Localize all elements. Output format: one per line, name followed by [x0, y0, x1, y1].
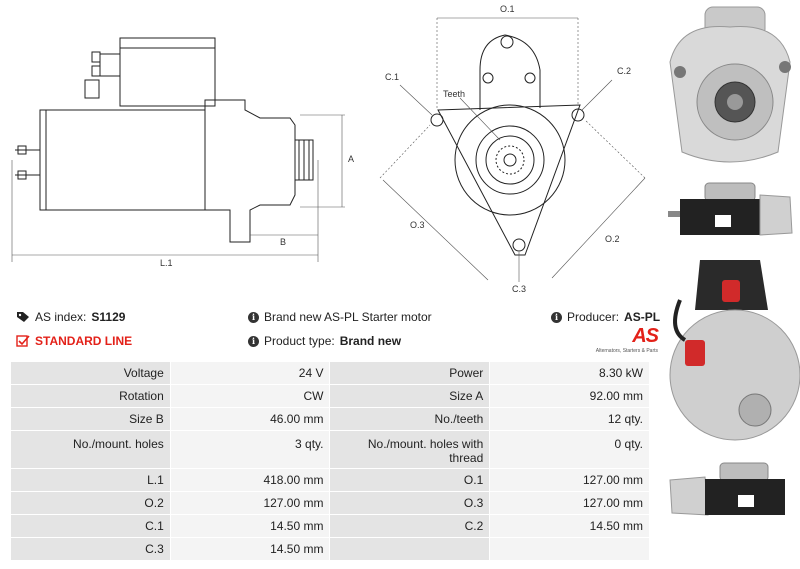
photo-side-view-1[interactable] [660, 175, 800, 245]
dim-label-c1: C.1 [385, 72, 399, 82]
spec-key: No./mount. holes [10, 430, 171, 469]
table-row: L.1 418.00 mm O.1 127.00 mm [10, 468, 650, 492]
product-type-label: Product type: [264, 334, 335, 348]
technical-drawing-svg: A B L.1 O.1 O.2 O.3 C.1 C.2 C.3 Teeth [11, 4, 646, 294]
dim-label-o1: O.1 [500, 4, 515, 14]
spec-key: C.3 [10, 537, 171, 561]
spec-value: 127.00 mm [489, 468, 650, 492]
producer-value: AS-PL [624, 310, 661, 324]
as-index-value: S1129 [91, 310, 126, 324]
info-icon: i [551, 311, 562, 323]
info-icon: i [248, 335, 259, 347]
logo-subtitle: Alternators, Starters & Parts [595, 348, 658, 354]
spec-key: Size B [10, 407, 171, 431]
info-icon: i [248, 311, 259, 323]
drive-housing-outline [204, 99, 296, 243]
product-info: AS index: S1129 STANDARD LINE i Brand ne… [10, 304, 660, 354]
spec-value: 14.50 mm [489, 514, 650, 538]
standard-line: STANDARD LINE [16, 334, 132, 348]
spec-value: 92.00 mm [489, 384, 650, 408]
table-row: No./mount. holes 3 qty. No./mount. holes… [10, 430, 650, 469]
spec-value: 0 qty. [489, 430, 650, 469]
producer: i Producer: AS-PL [551, 310, 660, 324]
spec-key: Rotation [10, 384, 171, 408]
product-type-value: Brand new [339, 334, 402, 348]
producer-label: Producer: [567, 310, 620, 324]
mount-hole-c3 [512, 238, 526, 252]
spec-key: Voltage [10, 361, 171, 385]
spec-value: 8.30 kW [489, 361, 650, 385]
spec-value: 12 qty. [489, 407, 650, 431]
dim-label-o3: O.3 [410, 220, 425, 230]
dim-label-o2: O.2 [605, 234, 620, 244]
dim-label-b: B [280, 237, 286, 247]
flange-outline [437, 104, 581, 256]
motor-body-outline [39, 109, 206, 211]
spec-key: No./mount. holes with thread [329, 430, 491, 469]
description-text: Brand new AS-PL Starter motor [264, 310, 432, 324]
mount-hole-c1 [430, 113, 444, 127]
spec-key: C.1 [10, 514, 171, 538]
table-row: C.1 14.50 mm C.2 14.50 mm [10, 514, 650, 538]
photo-rear-view[interactable] [660, 250, 800, 450]
spec-value: 24 V [169, 361, 331, 385]
tag-icon [17, 312, 29, 322]
spec-key: Power [329, 361, 491, 385]
as-index: AS index: S1129 [16, 310, 125, 324]
solenoid-mount-outline [479, 34, 541, 110]
spec-key: Size A [329, 384, 491, 408]
spec-key: O.2 [10, 491, 171, 515]
spec-value: 14.50 mm [169, 514, 331, 538]
product-photos [660, 0, 800, 569]
mount-hole-c2 [571, 108, 585, 122]
table-row: O.2 127.00 mm O.3 127.00 mm [10, 491, 650, 515]
spec-key: L.1 [10, 468, 171, 492]
spec-key: O.1 [329, 468, 491, 492]
table-row: Size B 46.00 mm No./teeth 12 qty. [10, 407, 650, 431]
dim-label-l1: L.1 [160, 258, 173, 268]
description: i Brand new AS-PL Starter motor [248, 310, 432, 324]
dim-label-c3: C.3 [512, 284, 526, 294]
product-type: i Product type: Brand new [248, 334, 401, 348]
table-row: Voltage 24 V Power 8.30 kW [10, 361, 650, 385]
as-index-label: AS index: [35, 310, 87, 324]
spec-key [329, 537, 491, 561]
front-housing-circle [454, 104, 566, 216]
spec-value: 14.50 mm [169, 537, 331, 561]
spec-value: 418.00 mm [169, 468, 331, 492]
spec-key: C.2 [329, 514, 491, 538]
as-pl-logo: AS Alternators, Starters & Parts [580, 325, 659, 355]
spec-value: CW [169, 384, 331, 408]
spec-value: 127.00 mm [169, 491, 331, 515]
dim-label-c2: C.2 [617, 66, 631, 76]
table-row: Rotation CW Size A 92.00 mm [10, 384, 650, 408]
table-row: C.3 14.50 mm [10, 537, 650, 561]
specs-table: Voltage 24 V Power 8.30 kW Rotation CW S… [10, 361, 650, 561]
spec-key: O.3 [329, 491, 491, 515]
technical-drawing: A B L.1 O.1 O.2 O.3 C.1 C.2 C.3 Teeth [0, 0, 660, 300]
spec-value [489, 537, 650, 561]
checkbox-checked-icon [16, 335, 30, 347]
standard-line-label: STANDARD LINE [35, 334, 133, 348]
dim-label-teeth: Teeth [443, 89, 465, 99]
photo-side-view-2[interactable] [660, 455, 800, 525]
spec-value: 127.00 mm [489, 491, 650, 515]
logo-mark: AS [632, 325, 659, 347]
spec-value: 3 qty. [169, 430, 331, 469]
dim-label-a: A [348, 154, 354, 164]
photo-front-view[interactable] [660, 2, 800, 172]
spec-value: 46.00 mm [169, 407, 331, 431]
spec-key: No./teeth [329, 407, 491, 431]
